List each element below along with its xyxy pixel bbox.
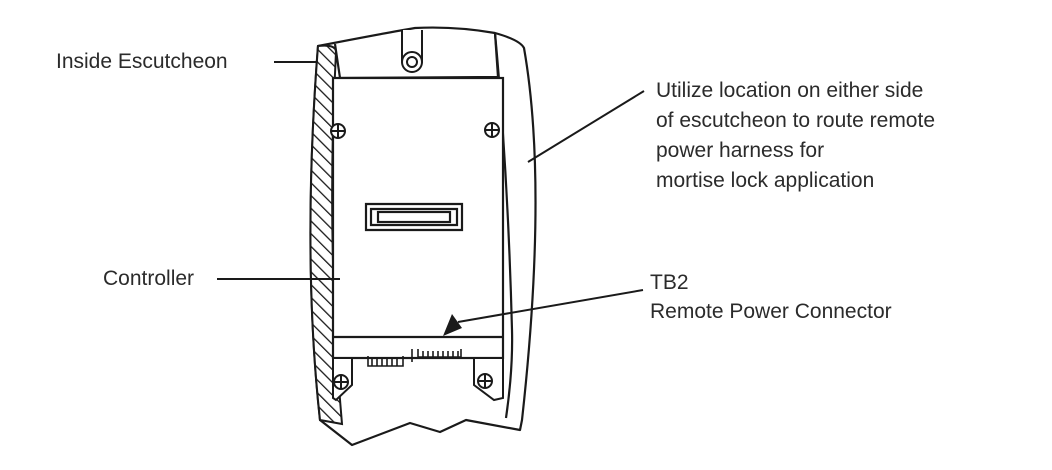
label-controller: Controller — [103, 267, 195, 290]
label-utilize-line-2: of escutcheon to route remote — [656, 109, 935, 132]
label-utilize-location: Utilize location on either side of escut… — [656, 76, 935, 196]
bottom-mount-brackets — [332, 357, 504, 402]
label-tb2-connector: TB2 Remote Power Connector — [650, 268, 892, 326]
board-screw-icon — [330, 122, 500, 139]
pin-header-connector — [367, 356, 404, 367]
label-utilize-line-4: mortise lock application — [656, 169, 875, 192]
label-utilize-line-3: power harness for — [656, 139, 825, 162]
label-tb2-line-1: TB2 — [650, 271, 689, 294]
label-utilize-line-1: Utilize location on either side — [656, 79, 924, 102]
leader-line-utilize — [527, 90, 645, 163]
tb2-arrow — [443, 289, 644, 336]
connector-slot — [364, 202, 464, 232]
label-inside-escutcheon: Inside Escutcheon — [56, 50, 228, 73]
label-tb2-line-2: Remote Power Connector — [650, 300, 892, 323]
top-screw-icon — [401, 30, 423, 73]
tb2-connector — [411, 349, 462, 362]
